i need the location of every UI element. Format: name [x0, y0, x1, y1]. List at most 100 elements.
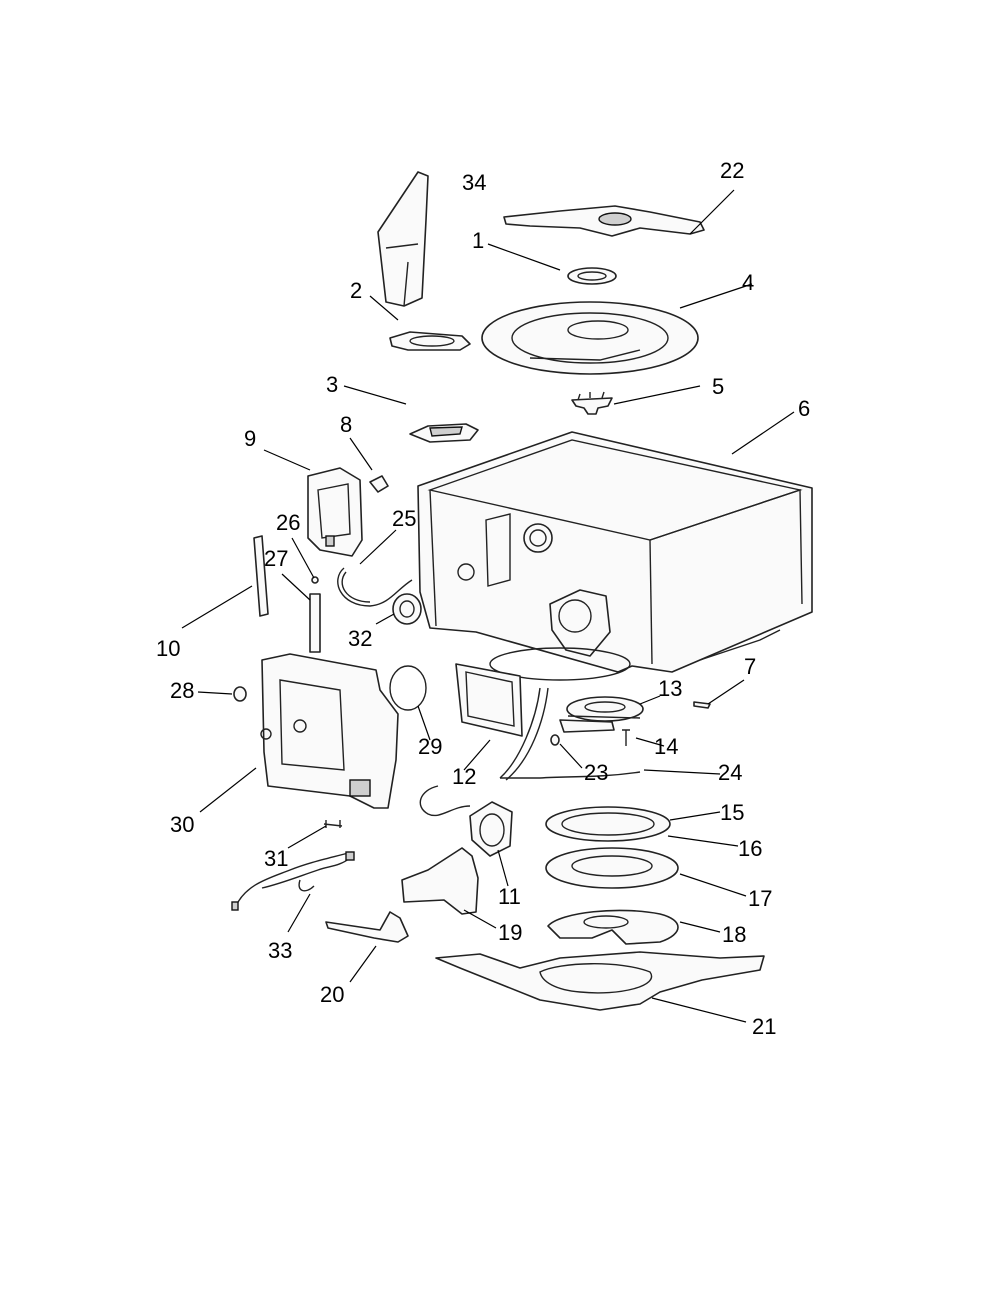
- part-29-drawing: [389, 665, 427, 711]
- callout-25: 25: [392, 506, 416, 531]
- leader-16: [667, 835, 739, 847]
- leader-28: [197, 691, 233, 695]
- leader-1: [487, 243, 561, 271]
- leader-25: [359, 529, 397, 565]
- part-drain-pump-drawing: [559, 719, 615, 733]
- callout-32: 32: [348, 626, 372, 651]
- part-10-drawing: [253, 535, 269, 617]
- part-34-drawing: [377, 171, 429, 307]
- part-24-drawing: [499, 687, 641, 781]
- leader-30: [199, 767, 257, 813]
- part-14-drawing: [622, 729, 630, 746]
- part-2-drawing: [389, 331, 471, 351]
- part-1-drawing: [567, 267, 617, 285]
- leader-33: [287, 893, 311, 933]
- part-18-drawing: [547, 909, 679, 945]
- callout-22: 22: [720, 158, 744, 183]
- leader-14: [635, 737, 665, 747]
- part-13-drawing: [566, 696, 644, 722]
- callout-12: 12: [452, 764, 476, 789]
- callout-17: 17: [748, 886, 772, 911]
- part-27-drawing: [309, 593, 321, 653]
- part-21-drawing: [435, 951, 765, 1011]
- leader-7: [707, 679, 745, 705]
- leader-8: [349, 437, 373, 471]
- part-32-drawing: [392, 593, 422, 625]
- part-28-drawing: [233, 686, 247, 702]
- leader-12: [463, 739, 491, 771]
- callout-27: 27: [264, 546, 288, 571]
- leader-17: [679, 873, 747, 897]
- leader-3: [343, 385, 407, 405]
- leader-19: [463, 909, 497, 929]
- callout-13: 13: [658, 676, 682, 701]
- leader-22: [689, 189, 735, 235]
- callout-3: 3: [326, 372, 338, 397]
- leader-15: [669, 811, 721, 821]
- part-5-drawing: [571, 391, 613, 415]
- leader-27: [281, 573, 311, 601]
- part-8-drawing: [369, 475, 389, 493]
- leader-31: [287, 825, 327, 849]
- part-7-drawing: [693, 701, 711, 709]
- leader-lines: [181, 189, 795, 1023]
- part-9-drawing: [307, 467, 363, 557]
- leader-10: [181, 585, 253, 629]
- leader-2: [369, 295, 399, 321]
- part-31-drawing: [323, 820, 343, 828]
- callout-19: 19: [498, 920, 522, 945]
- callout-2: 2: [350, 278, 362, 303]
- callout-6: 6: [798, 396, 810, 421]
- leader-24: [643, 769, 721, 775]
- callout-20: 20: [320, 982, 344, 1007]
- leader-21: [651, 997, 747, 1023]
- leader-5: [613, 385, 701, 405]
- part-26-drawing: [311, 576, 319, 584]
- callout-21: 21: [752, 1014, 776, 1039]
- callout-16: 16: [738, 836, 762, 861]
- callout-28: 28: [170, 678, 194, 703]
- leader-29: [417, 705, 431, 741]
- callout-24: 24: [718, 760, 742, 785]
- callout-1: 1: [472, 228, 484, 253]
- callout-15: 15: [720, 800, 744, 825]
- callout-18: 18: [722, 922, 746, 947]
- leader-32: [375, 613, 395, 625]
- callout-14: 14: [654, 734, 678, 759]
- part-30-drawing: [260, 653, 399, 809]
- part-3-drawing: [409, 423, 479, 443]
- part-6-drawing: [417, 431, 813, 681]
- callout-26: 26: [276, 510, 300, 535]
- callout-11: 11: [498, 884, 521, 909]
- part-23-drawing: [550, 734, 560, 746]
- part-22-drawing: [503, 205, 705, 237]
- callout-29: 29: [418, 734, 442, 759]
- callout-5: 5: [712, 374, 724, 399]
- part-19-drawing: [401, 847, 479, 915]
- callout-30: 30: [170, 812, 194, 837]
- leader-23: [559, 743, 583, 769]
- leader-6: [731, 411, 795, 455]
- callout-23: 23: [584, 760, 608, 785]
- callout-33: 33: [268, 938, 292, 963]
- part-20-drawing: [325, 911, 409, 943]
- part-11-drawing: [419, 785, 513, 857]
- leader-4: [679, 283, 753, 309]
- part-4-drawing: [481, 301, 699, 375]
- callout-34: 34: [462, 170, 486, 195]
- callout-labels: 34 22 1 4 2 5 3 6 9 8 25 26 27 10 32 7 2…: [156, 158, 810, 1039]
- leader-13: [639, 695, 661, 705]
- leader-11: [497, 849, 509, 887]
- leader-26: [291, 537, 315, 579]
- part-33-drawing: [231, 851, 355, 911]
- callout-9: 9: [244, 426, 256, 451]
- callout-8: 8: [340, 412, 352, 437]
- leader-9: [263, 449, 311, 471]
- callout-4: 4: [742, 270, 754, 295]
- leader-20: [349, 945, 377, 983]
- callout-7: 7: [744, 654, 756, 679]
- part-12-drawing: [455, 663, 523, 737]
- leader-18: [679, 921, 721, 933]
- part-17-drawing: [545, 847, 679, 889]
